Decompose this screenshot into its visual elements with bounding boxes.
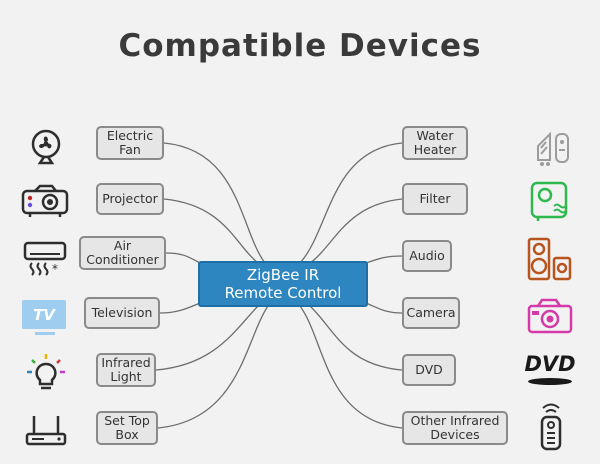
wire-air-conditioner [165,252,201,264]
label-audio: Audio [402,240,452,272]
set-top-box-icon [25,416,67,446]
label-other-infrared: Other Infrared Devices [402,411,508,445]
wire-projector [163,198,259,264]
remote-control-icon [540,403,562,451]
air-filter-icon [530,181,568,221]
water-heater-icon [537,131,569,166]
label-television: Television [84,297,160,329]
television-icon: TV [22,300,68,336]
label-projector: Projector [96,183,164,215]
label-filter: Filter [402,183,468,215]
camera-icon [527,298,573,334]
wire-dvd [309,305,403,371]
speaker-icon [527,237,572,281]
tv-icon-text: TV [33,305,55,324]
wire-camera [365,302,403,314]
page-title: Compatible Devices [118,28,482,64]
hub-box: ZigBee IR Remote Control [198,261,368,307]
svg-text:*: * [52,262,58,276]
dvd-logo-icon: DVD [524,352,576,392]
label-electric-fan: Electric Fan [96,126,164,160]
wire-water-heater [299,142,403,264]
wire-filter [309,198,403,264]
label-water-heater: Water Heater [402,126,468,160]
label-camera: Camera [402,297,460,329]
label-infrared-light: Infrared Light [96,353,156,387]
electric-fan-icon [31,129,61,165]
label-air-conditioner: Air Conditioner [79,236,166,270]
label-dvd: DVD [402,354,456,386]
wire-audio [365,255,403,264]
wire-television [159,302,201,314]
wire-electric-fan [163,142,266,264]
light-bulb-icon [27,354,65,390]
wire-other-infrared [299,305,403,429]
label-set-top-box: Set Top Box [96,411,158,445]
dvd-logo-text: DVD [524,352,576,376]
wire-infrared-light [155,305,259,371]
projector-icon [21,184,69,217]
air-conditioner-icon: * [23,241,67,276]
wire-set-top-box [157,305,269,429]
